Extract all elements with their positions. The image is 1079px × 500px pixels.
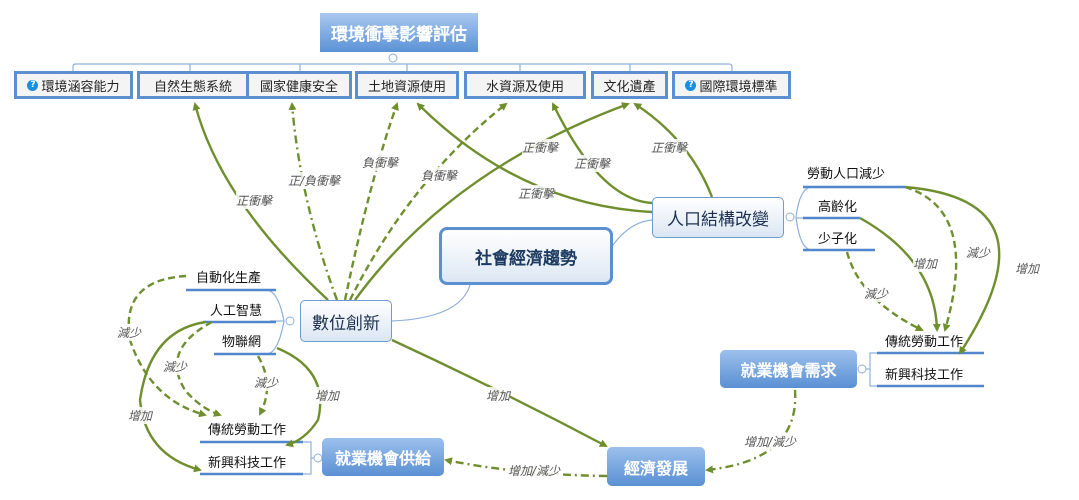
link-label: 正/負衝擊 xyxy=(288,172,341,189)
link-label: 減少 xyxy=(864,285,889,302)
link-label: 正衝擊 xyxy=(651,139,688,156)
impact-node-health[interactable]: 國家健康安全 xyxy=(246,71,352,99)
node-label: 就業機會需求 xyxy=(740,361,837,380)
link-label: 負衝擊 xyxy=(362,154,399,171)
supply-new-tech-jobs[interactable]: 新興科技工作 xyxy=(208,456,287,471)
collapse-digital-icon xyxy=(285,316,295,326)
collapse-supply-icon xyxy=(313,453,323,463)
digital-node[interactable]: 數位創新 xyxy=(300,300,392,342)
link-label: 增加 xyxy=(486,387,511,404)
collapse-population-icon xyxy=(785,212,795,222)
link-ai-traditional xyxy=(175,320,222,417)
link-population-land xyxy=(416,102,653,214)
population-node[interactable]: 人口結構改變 xyxy=(652,197,784,238)
node-label: 文化遺產 xyxy=(603,79,656,95)
node-label: 數位創新 xyxy=(312,313,380,334)
link-population-water xyxy=(551,102,653,205)
impact-node-capacity[interactable]: ?環境涵容能力 xyxy=(14,71,133,99)
center-to-digital-connector xyxy=(391,284,471,322)
economy-node[interactable]: 經濟發展 xyxy=(607,447,705,486)
impact-node-water[interactable]: 水資源及使用 xyxy=(464,71,586,99)
root-title: 環境衝擊影響評估 xyxy=(331,25,467,45)
link-label: 負衝擊 xyxy=(421,167,458,184)
link-label: 正衝擊 xyxy=(236,192,273,209)
link-label: 減少 xyxy=(254,374,279,391)
supply-node[interactable]: 就業機會供給 xyxy=(322,438,444,476)
link-label: 減少 xyxy=(966,244,991,261)
node-label: 國家健康安全 xyxy=(259,79,338,95)
root-bracket xyxy=(72,63,733,71)
link-digital-land xyxy=(343,102,399,301)
link-iot-traditional xyxy=(256,355,269,416)
impact-node-land[interactable]: 土地資源使用 xyxy=(355,71,459,99)
node-label: 水資源及使用 xyxy=(485,79,564,95)
node-label: 土地資源使用 xyxy=(367,79,446,95)
link-economy-supply xyxy=(444,457,608,478)
link-digital-culture xyxy=(354,102,630,301)
link-label: 正衝擊 xyxy=(518,185,555,202)
sub-low-birth[interactable]: 少子化 xyxy=(818,232,858,247)
link-iot-new xyxy=(276,346,322,448)
help-icon[interactable]: ? xyxy=(685,79,697,91)
impact-node-ecosystem[interactable]: 自然生態系統 xyxy=(137,71,249,99)
sub-ai[interactable]: 人工智慧 xyxy=(210,304,263,319)
link-labor-new xyxy=(904,185,1001,355)
sub-automation[interactable]: 自動化生產 xyxy=(196,271,262,286)
node-label: 環境涵容能力 xyxy=(41,79,120,95)
impact-node-culture[interactable]: 文化遺產 xyxy=(591,71,668,99)
link-label: 減少 xyxy=(117,324,142,341)
node-label: 人口結構改變 xyxy=(667,210,769,230)
center-node[interactable]: 社會經濟趨勢 xyxy=(439,227,613,285)
link-demand-economy xyxy=(705,389,797,474)
sub-aging[interactable]: 高齡化 xyxy=(818,200,858,215)
link-digital-health xyxy=(288,102,339,301)
demand-traditional-jobs[interactable]: 傳統勞動工作 xyxy=(885,335,964,350)
node-label: 就業機會供給 xyxy=(334,449,431,468)
link-ai-new xyxy=(138,320,207,473)
link-aging-traditional xyxy=(859,216,941,332)
link-label: 增加/減少 xyxy=(744,433,797,450)
collapse-root-icon xyxy=(388,53,398,63)
help-icon[interactable]: ? xyxy=(27,79,39,91)
node-label: 國際環境標準 xyxy=(699,79,778,95)
center-to-population-connector xyxy=(612,219,653,246)
center-label: 社會經濟趨勢 xyxy=(475,248,577,269)
node-label: 經濟發展 xyxy=(623,458,688,478)
link-label: 增加 xyxy=(1015,260,1040,277)
collapse-demand-icon xyxy=(857,364,867,374)
link-label: 增加/減少 xyxy=(508,462,561,479)
link-label: 減少 xyxy=(163,358,188,375)
link-label: 增加 xyxy=(913,255,938,272)
link-digital-water xyxy=(348,102,508,301)
supply-traditional-jobs[interactable]: 傳統勞動工作 xyxy=(208,423,287,438)
impact-node-standards[interactable]: ?國際環境標準 xyxy=(672,71,791,99)
link-label: 增加 xyxy=(128,407,153,424)
link-label: 正衝擊 xyxy=(522,139,559,156)
link-labor-traditional xyxy=(904,185,958,332)
sub-labor-decline[interactable]: 勞動人口減少 xyxy=(807,167,886,182)
link-label: 增加 xyxy=(315,387,340,404)
node-label: 自然生態系統 xyxy=(153,79,232,95)
demand-node[interactable]: 就業機會需求 xyxy=(720,350,857,388)
link-label: 正衝擊 xyxy=(574,155,611,172)
demand-new-tech-jobs[interactable]: 新興科技工作 xyxy=(885,368,964,383)
sub-iot[interactable]: 物聯網 xyxy=(222,335,262,350)
root-node[interactable]: 環境衝擊影響評估 xyxy=(320,13,478,52)
